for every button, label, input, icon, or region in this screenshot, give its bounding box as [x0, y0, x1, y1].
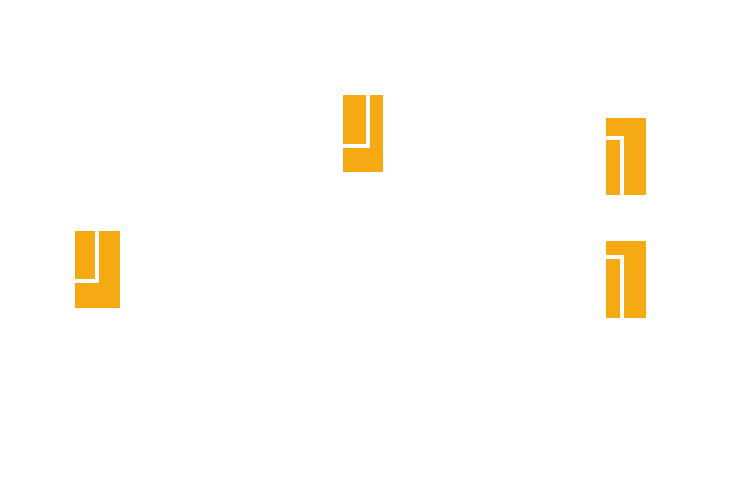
orange-tile-4	[606, 241, 646, 318]
orange-tile-3	[75, 231, 120, 308]
notched-rectangle-icon	[75, 231, 120, 308]
orange-tile-2	[606, 118, 646, 195]
orange-tile-1	[343, 95, 383, 172]
notched-rectangle-icon	[606, 118, 646, 195]
notched-rectangle-icon	[606, 241, 646, 318]
notched-rectangle-icon	[343, 95, 383, 172]
